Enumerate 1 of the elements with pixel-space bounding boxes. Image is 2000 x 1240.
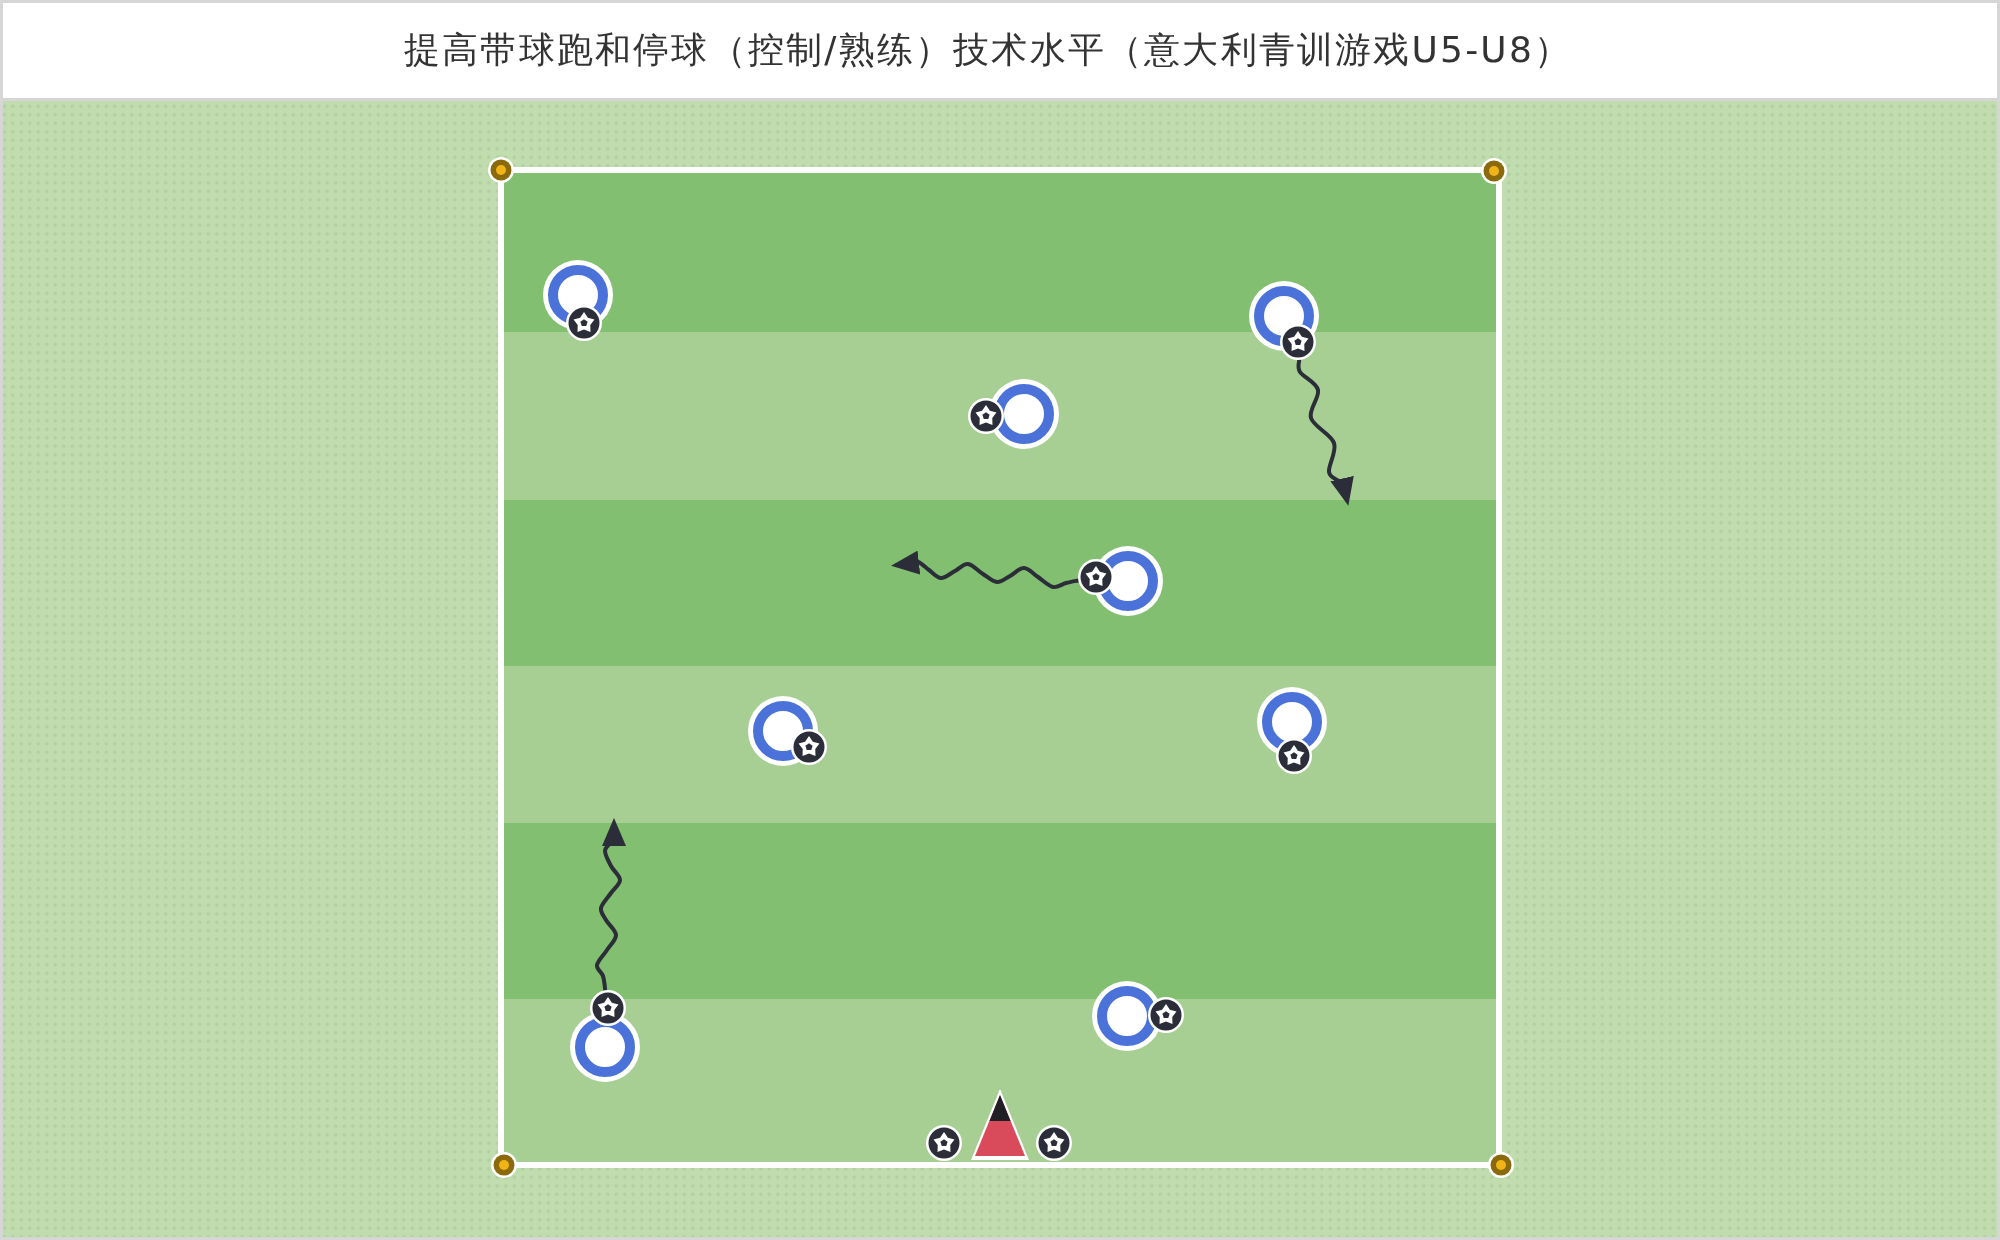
title: 提高带球跑和停球（控制/熟练）技术水平（意大利青训游戏U5-U8） bbox=[404, 29, 1573, 71]
